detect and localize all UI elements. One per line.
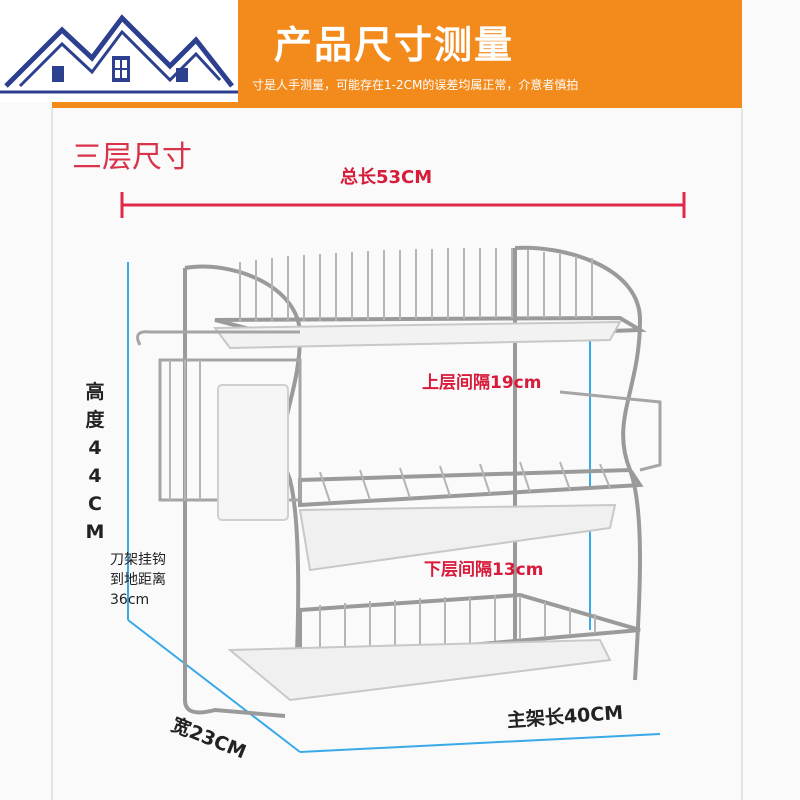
hook-line-1: 刀架挂钩 xyxy=(110,552,166,568)
height-char: 4 xyxy=(88,465,102,487)
middle-shelf-grid xyxy=(319,461,611,503)
house-roof-logo-icon xyxy=(0,14,238,94)
height-measure xyxy=(127,262,661,753)
brand-logo xyxy=(0,0,238,102)
bottom-shelf-ribs xyxy=(319,595,596,655)
section-title: 三层尺寸 xyxy=(72,140,192,175)
utensil-holder xyxy=(136,330,302,521)
top-shelf-ribs xyxy=(239,248,593,322)
cup-holder xyxy=(559,390,662,472)
height-char: M xyxy=(85,521,105,543)
height-char: 4 xyxy=(88,437,102,459)
hook-height-label: 刀架挂钩 到地距离 36cm xyxy=(110,550,190,610)
middle-drip-tray xyxy=(298,503,617,572)
height-label: 高 度 4 4 C M xyxy=(80,378,110,546)
banner-title: 产品尺寸测量 xyxy=(274,23,515,67)
top-drip-tray xyxy=(213,320,622,350)
height-char: C xyxy=(88,493,102,515)
total-length-label: 总长53CM xyxy=(340,167,433,188)
hook-line-2: 到地距离 xyxy=(110,572,166,588)
upper-gap-label: 上层间隔19cm xyxy=(422,373,542,393)
lower-gap-label: 下层间隔13cm xyxy=(424,560,544,580)
height-char: 度 xyxy=(85,409,105,431)
height-char: 高 xyxy=(85,381,105,403)
bottom-drip-tray xyxy=(227,638,612,702)
hook-line-3: 36cm xyxy=(110,592,150,608)
total-length-measure xyxy=(120,192,686,218)
banner-note: 寸是人手测量，可能存在1-2CM的误差均属正常，介意者慎拍 xyxy=(252,78,579,92)
